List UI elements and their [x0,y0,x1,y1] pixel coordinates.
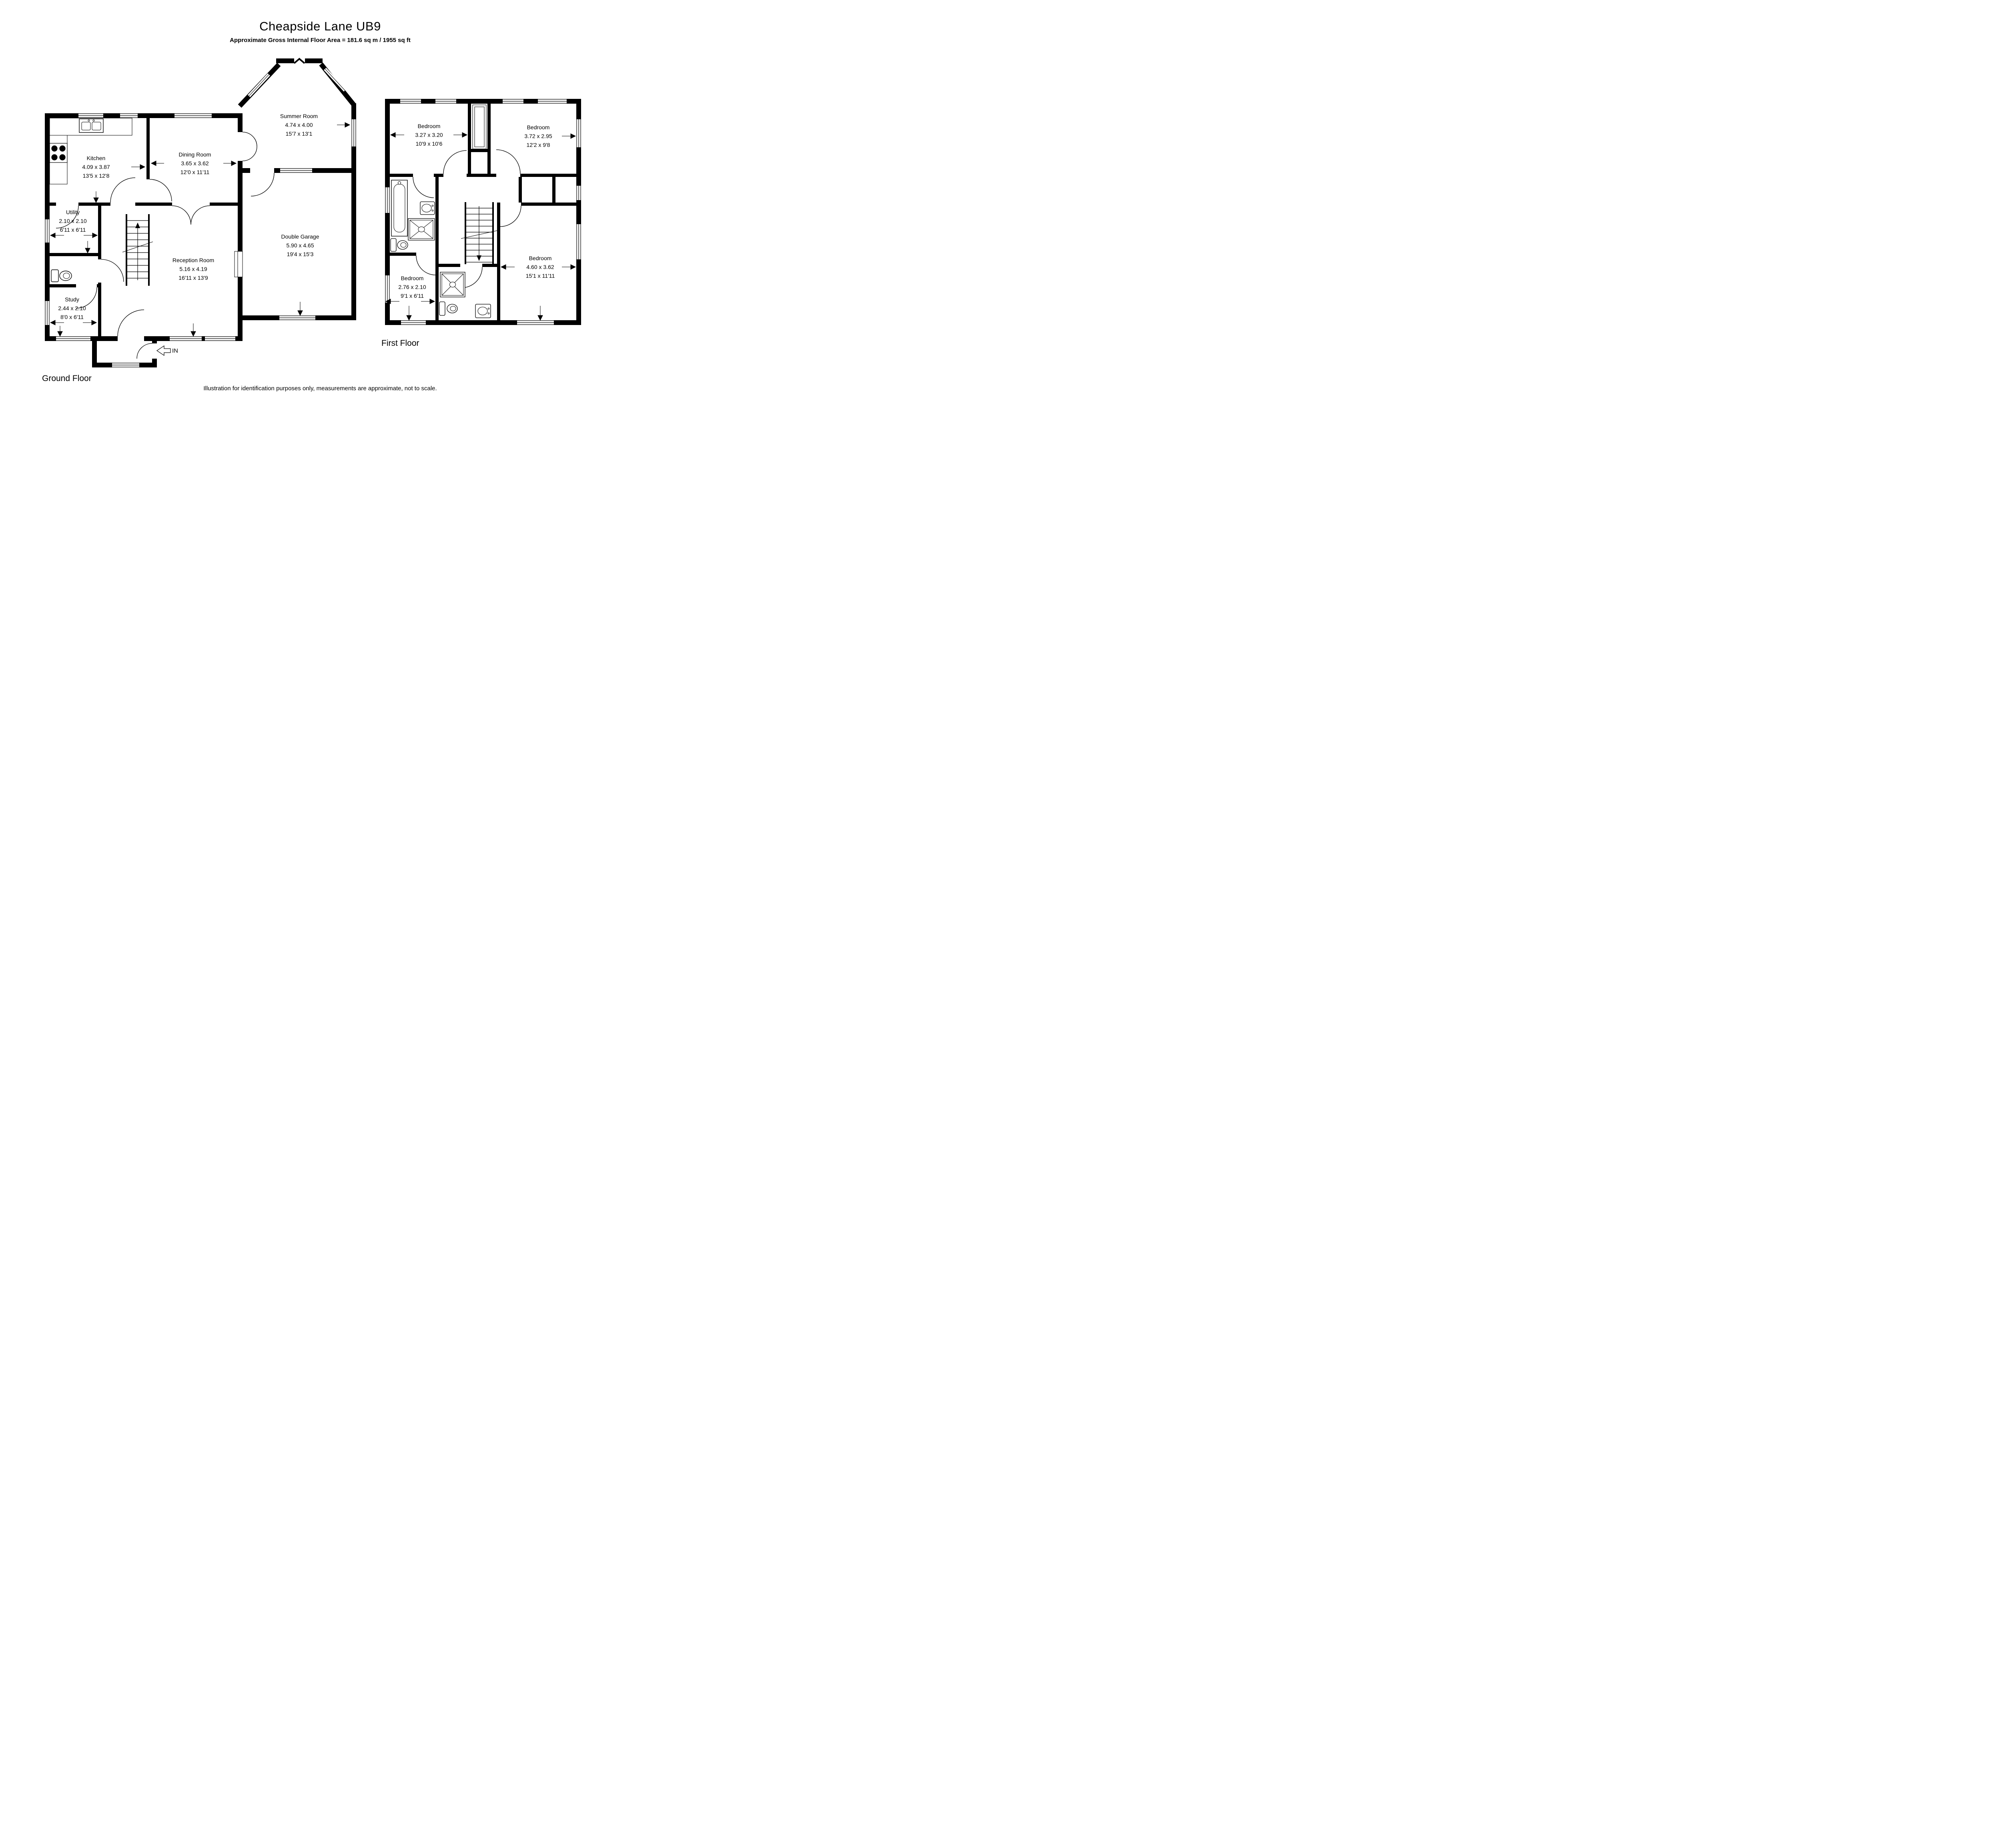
room-label-bedroom-1: Bedroom 3.27 x 3.20 10'9 x 10'6 [415,122,443,148]
room-label-double-garage: Double Garage 5.90 x 4.65 19'4 x 15'3 [281,232,319,259]
room-label-utility: Utility 2.10 x 2.10 6'11 x 6'11 [59,208,86,234]
room-name: Bedroom [401,275,424,281]
room-size-metric: 2.44 x 2.10 [58,305,86,311]
room-size-metric: 3.72 x 2.95 [524,133,552,139]
room-size-imperial: 9'1 x 6'11 [400,293,424,299]
room-size-metric: 4.60 x 3.62 [526,264,554,270]
room-label-summer-room: Summer Room 4.74 x 4.00 15'7 x 13'1 [280,112,318,138]
ground-bay-peak [293,58,305,64]
first-door-arcs [413,149,521,288]
ground-interior-walls [45,113,238,341]
room-size-imperial: 15'1 x 11'11 [525,273,555,279]
room-size-imperial: 12'0 x 11'11 [180,169,210,175]
fireplace-icon [234,251,243,277]
room-label-reception-room: Reception Room 5.16 x 4.19 16'11 x 13'9 [172,256,214,282]
bathroom-basin-icon [420,201,435,215]
room-size-metric: 4.09 x 3.87 [82,164,110,170]
room-size-imperial: 6'11 x 6'11 [60,227,86,233]
room-name: Bedroom [529,255,552,261]
room-label-bedroom-4: Bedroom 2.76 x 2.10 9'1 x 6'11 [398,274,426,300]
room-size-imperial: 13'5 x 12'8 [82,173,110,179]
room-name: Kitchen [86,155,106,161]
room-size-imperial: 16'11 x 13'9 [178,275,208,281]
showerroom-toilet-icon [439,301,458,316]
bathroom-toilet-icon [390,238,408,252]
room-name: Reception Room [172,257,215,263]
room-size-metric: 2.76 x 2.10 [398,284,426,290]
ground-exterior-walls [45,58,356,367]
wc-toilet-icon [51,269,72,282]
ground-door-arcs [56,132,275,359]
room-name: Summer Room [280,113,318,119]
room-size-metric: 4.74 x 4.00 [285,122,313,128]
first-interior-walls [385,99,581,320]
room-name: Double Garage [281,233,319,240]
room-label-kitchen: Kitchen 4.09 x 3.87 13'5 x 12'8 [82,154,110,180]
room-label-study: Study 2.44 x 2.10 8'0 x 6'11 [58,295,86,321]
airing-cupboard-icon [472,104,487,149]
room-size-metric: 2.10 x 2.10 [59,218,87,224]
first-staircase [461,202,498,264]
room-label-bedroom-2: Bedroom 3.72 x 2.95 12'2 x 9'8 [524,123,552,149]
ground-floor-label: Ground Floor [42,374,92,383]
room-name: Study [65,296,79,303]
bathroom-shower-icon [408,218,435,241]
entrance-in-label: IN [172,347,178,354]
room-name: Utility [66,209,80,215]
ground-staircase [122,214,153,286]
first-dimension-arrows [385,132,576,321]
room-label-bedroom-3: Bedroom 4.60 x 3.62 15'1 x 11'11 [526,254,555,280]
room-size-imperial: 12'2 x 9'8 [526,142,550,148]
room-size-metric: 5.90 x 4.65 [286,242,314,249]
showerroom-shower-icon [440,272,465,297]
bay-diagonal-windows [248,68,346,97]
ground-dimension-arrows [50,122,351,337]
room-size-metric: 3.27 x 3.20 [415,132,443,138]
first-windows [385,99,581,325]
bathtub-icon [391,180,408,237]
kitchen-hob-icon [49,143,68,163]
ground-bay-diagonal-walls [238,62,356,108]
room-size-metric: 3.65 x 3.62 [181,160,209,167]
room-size-imperial: 8'0 x 6'11 [60,314,84,320]
room-size-imperial: 19'4 x 15'3 [287,251,314,257]
room-name: Bedroom [417,123,441,129]
first-floor-label: First Floor [381,339,419,348]
showerroom-basin-icon [475,304,491,318]
page-subtitle: Approximate Gross Internal Floor Area = … [230,37,411,44]
entrance-arrow-icon [156,345,171,356]
ground-windows [45,68,356,367]
room-name: Dining Room [178,151,211,158]
first-floor-plan [385,99,581,325]
floorplan-page: Cheapside Lane UB9 Approximate Gross Int… [0,0,618,414]
room-label-dining-room: Dining Room 3.65 x 3.62 12'0 x 11'11 [179,150,211,177]
room-name: Bedroom [527,124,550,130]
page-title: Cheapside Lane UB9 [259,19,381,33]
ground-floor-plan [45,58,356,367]
room-size-metric: 5.16 x 4.19 [179,266,207,272]
room-size-imperial: 15'7 x 13'1 [285,130,313,137]
floorplan-drawing [45,58,581,367]
room-size-imperial: 10'9 x 10'6 [415,140,443,147]
kitchen-sink-icon [79,118,104,133]
disclaimer-text: Illustration for identification purposes… [203,385,437,392]
